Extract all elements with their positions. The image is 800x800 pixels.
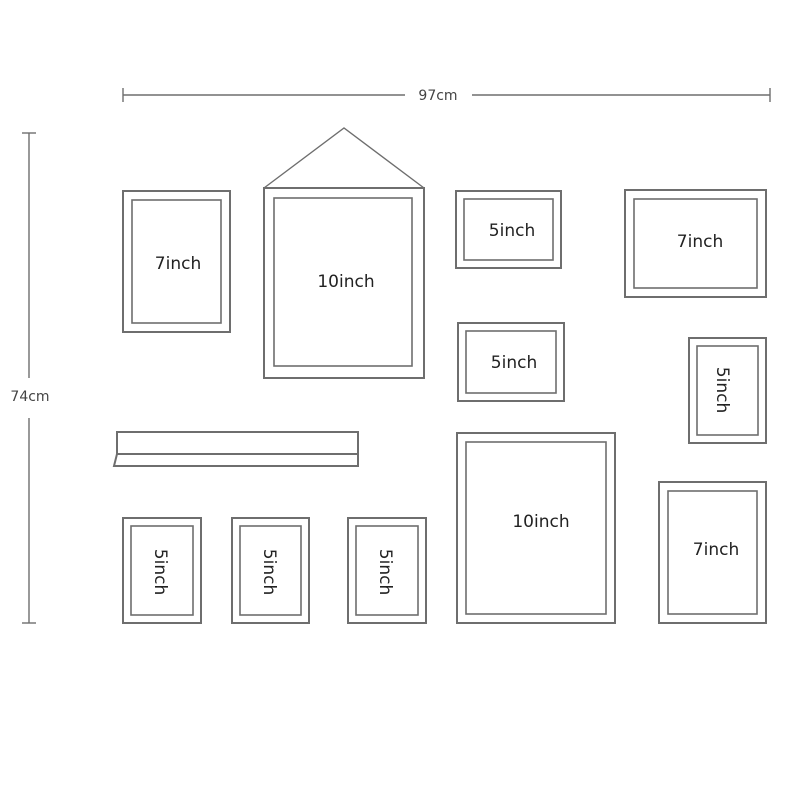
frame-5inch-middle-center: 5inch bbox=[457, 322, 565, 402]
frame-size-label: 10inch bbox=[512, 512, 569, 532]
frame-size-label: 7inch bbox=[693, 540, 739, 560]
frame-size-label: 5inch bbox=[712, 367, 732, 413]
frame-size-label: 5inch bbox=[375, 549, 395, 595]
frame-5inch-bottom-2: 5inch bbox=[231, 517, 310, 624]
frame-size-label: 7inch bbox=[155, 254, 201, 274]
frame-size-label: 5inch bbox=[489, 221, 535, 241]
shelf-lip bbox=[112, 453, 359, 467]
shelf bbox=[112, 431, 359, 467]
height-label: 74cm bbox=[10, 389, 49, 405]
height-dimension: 74cm bbox=[10, 132, 50, 624]
house-roof bbox=[263, 127, 425, 189]
frame-10inch-bottom-center: 10inch bbox=[456, 432, 616, 624]
frame-size-label: 10inch bbox=[317, 272, 374, 292]
frame-5inch-bottom-3: 5inch bbox=[347, 517, 427, 624]
width-label: 97cm bbox=[418, 88, 457, 104]
frame-size-label: 5inch bbox=[150, 549, 170, 595]
frame-size-label: 7inch bbox=[677, 232, 723, 252]
frame-10inch-house: 10inch bbox=[263, 127, 425, 379]
frame-7inch-top-left: 7inch bbox=[122, 190, 231, 333]
width-dimension: 97cm bbox=[122, 88, 771, 104]
frame-5inch-bottom-1: 5inch bbox=[122, 517, 202, 624]
frame-7inch-bottom-right: 7inch bbox=[658, 481, 767, 624]
frame-5inch-right: 5inch bbox=[688, 337, 767, 444]
frame-size-label: 5inch bbox=[491, 353, 537, 373]
frame-7inch-top-right: 7inch bbox=[624, 189, 767, 298]
frame-size-label: 5inch bbox=[259, 549, 279, 595]
frame-5inch-top-center: 5inch bbox=[455, 190, 562, 269]
